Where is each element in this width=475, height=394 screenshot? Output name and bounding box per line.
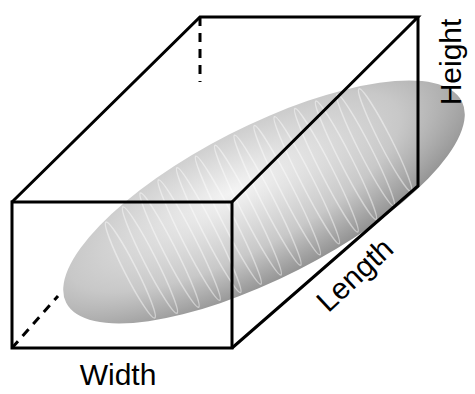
ellipsoid-ring: [354, 86, 417, 194]
ellipsoid-ring: [153, 177, 225, 303]
ellipsoid-ring: [101, 219, 161, 320]
ellipsoid-ring: [172, 165, 246, 295]
ellipsoid-ring: [210, 143, 287, 278]
dimension-label: Width: [80, 360, 157, 390]
ellipsoid-ring: [135, 190, 204, 310]
ellipsoid-ring: [290, 106, 364, 235]
right-face: [232, 17, 418, 348]
ellipsoid-ring: [269, 114, 344, 246]
hidden-edge: [12, 296, 58, 348]
ellipsoid-ring: [190, 153, 266, 286]
ellipsoid-ring: [249, 123, 325, 258]
box-edges: [12, 17, 418, 348]
ellipsoid-rings: [92, 73, 424, 338]
hidden-edge: [199, 17, 202, 82]
ellipsoid-ring: [332, 92, 400, 209]
ellipsoid-ring: [310, 98, 381, 222]
ellipsoid-ring: [229, 132, 306, 267]
front-face: [12, 202, 232, 348]
top-face: [12, 17, 418, 202]
dimension-label: Height: [436, 19, 466, 106]
